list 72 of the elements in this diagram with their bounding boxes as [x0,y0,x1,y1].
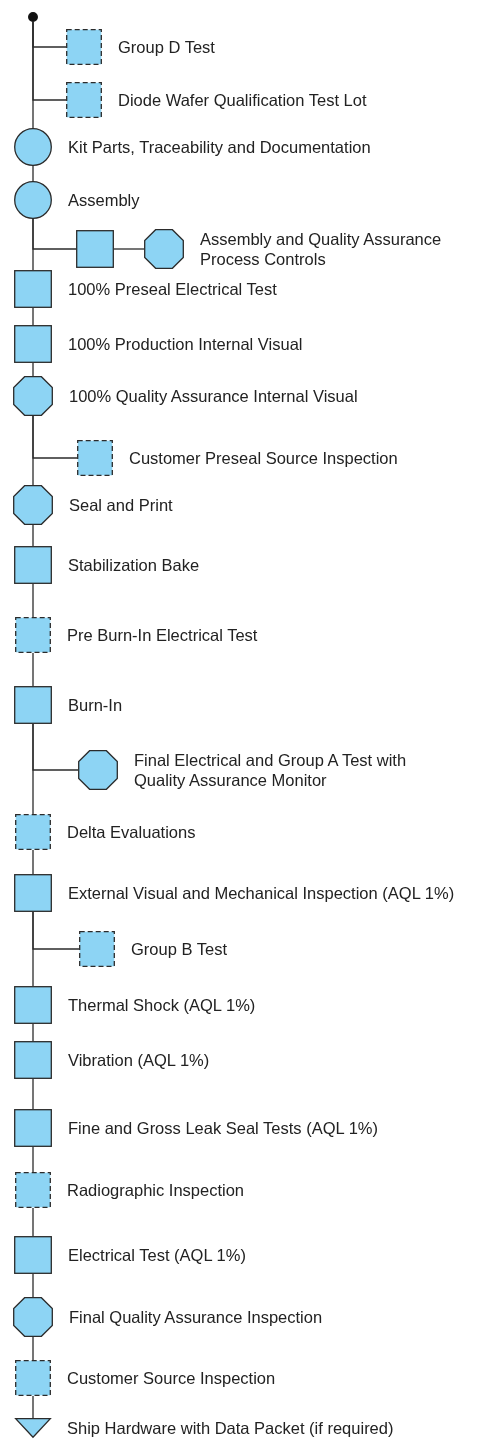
step-label: Customer Source Inspection [67,1368,276,1388]
step-label: Stabilization Bake [68,555,200,575]
step-label: Pre Burn-In Electrical Test [67,625,258,645]
inspection-square [66,82,102,118]
connector-line [32,1078,34,1110]
step-label: Final Electrical and Group A Test with Quality Assurance Monitor [134,750,408,790]
quality-octagon [78,750,118,790]
inspection-square [14,1109,52,1147]
connector-line [32,1395,34,1419]
connector-line [32,307,34,326]
step-label: Diode Wafer Qualification Test Lot [118,90,367,110]
step-label: Fine and Gross Leak Seal Tests (AQL 1%) [68,1118,378,1138]
operation-circle [14,128,52,166]
inspection-square [14,325,52,363]
connector-line [32,911,34,987]
step-label: Ship Hardware with Data Packet (if required) [67,1418,394,1438]
connector-line [32,849,34,875]
connector-line [32,723,34,815]
inspection-square [66,29,102,65]
connector-line [113,248,145,250]
inspection-square [77,440,113,476]
step-label: Assembly [68,190,140,210]
step-label: 100% Quality Assurance Internal Visual [69,386,358,406]
step-label: Assembly and Quality Assurance Process Controls [200,229,443,269]
connector-line [32,1273,34,1298]
inspection-square [14,1236,52,1274]
step-label: Kit Parts, Traceability and Documentation [68,137,371,157]
inspection-square [14,1041,52,1079]
step-label: 100% Production Internal Visual [68,334,303,354]
inspection-square [15,1172,51,1208]
quality-octagon [144,229,184,269]
step-label: Group D Test [118,37,215,57]
step-label: Thermal Shock (AQL 1%) [68,995,256,1015]
inspection-square [14,270,52,308]
inspection-square [76,230,114,268]
connector-line [32,652,34,687]
step-label: Vibration (AQL 1%) [68,1050,210,1070]
step-label: Electrical Test (AQL 1%) [68,1245,246,1265]
step-label: 100% Preseal Electrical Test [68,279,277,299]
step-label: Radiographic Inspection [67,1180,245,1200]
step-label: Seal and Print [69,495,173,515]
start-dot [28,12,38,22]
inspection-square [14,546,52,584]
connector-line [32,21,34,129]
connector-line [32,218,34,271]
connector-line [32,362,34,377]
step-label: Delta Evaluations [67,822,196,842]
inspection-square [79,931,115,967]
inspection-square [14,686,52,724]
inspection-square [14,874,52,912]
connector-line [32,1146,34,1173]
shipping-triangle [15,1418,51,1438]
quality-octagon [13,376,53,416]
step-label: External Visual and Mechanical Inspection (AQL 1%) [68,883,455,903]
connector-line [32,1023,34,1042]
step-label: Burn-In [68,695,123,715]
step-label: Group B Test [131,939,227,959]
operation-circle [14,181,52,219]
step-label: Final Quality Assurance Inspection [69,1307,323,1327]
connector-line [32,415,34,486]
inspection-square [15,814,51,850]
quality-octagon [13,1297,53,1337]
step-label: Customer Preseal Source Inspection [129,448,398,468]
connector-line [32,1207,34,1237]
connector-line [32,165,34,182]
inspection-square [15,1360,51,1396]
inspection-square [15,617,51,653]
connector-line [32,583,34,618]
quality-octagon [13,485,53,525]
inspection-square [14,986,52,1024]
connector-line [32,524,34,547]
connector-line [32,1336,34,1361]
